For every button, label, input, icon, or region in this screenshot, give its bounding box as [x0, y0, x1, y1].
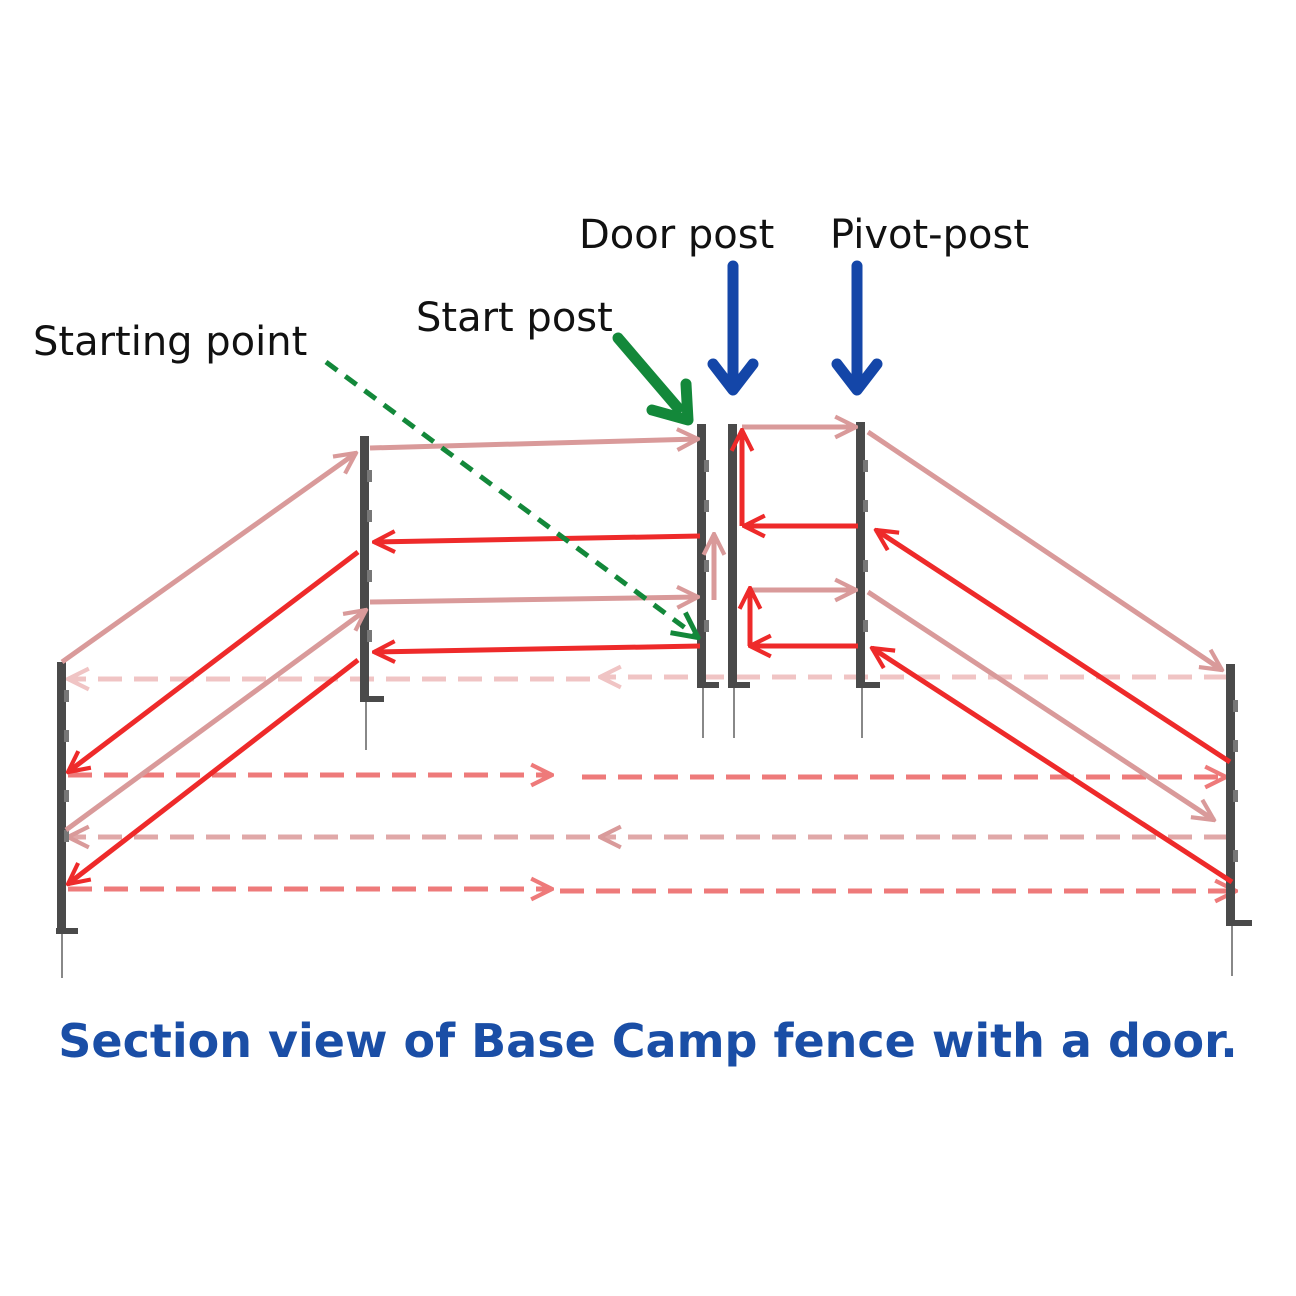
start-post-arrow-icon: [612, 332, 694, 426]
post-left: [360, 436, 384, 750]
pivot-post-arrow-icon: [831, 260, 883, 396]
wire-faded-left-to-start-top: [369, 439, 698, 448]
post-door: [728, 424, 750, 738]
post-far-right: [1226, 664, 1252, 976]
wire-red-left-to-farleft-2: [68, 658, 360, 884]
door-post-label: Door post: [579, 212, 775, 258]
solid-wires: [60, 427, 1234, 885]
door-post-arrow-icon: [707, 260, 759, 396]
post-far-left: [56, 662, 78, 978]
starting-point-label: Starting point: [33, 319, 308, 365]
dashed-wires: [68, 677, 1236, 891]
callout-arrows: [324, 260, 883, 636]
wire-faded-left-to-start-mid: [369, 597, 698, 602]
fence-posts: [56, 422, 1252, 978]
diagram-caption: Section view of Base Camp fence with a d…: [58, 1014, 1238, 1068]
start-post-label: Start post: [416, 295, 613, 341]
post-pivot: [856, 422, 880, 738]
wire-red-left-to-farleft-1: [68, 550, 360, 772]
wire-red-farright-to-pivot-2: [872, 648, 1234, 885]
wire-red-farright-to-pivot-1: [876, 530, 1232, 765]
post-start: [697, 424, 719, 738]
wire-faded-farleft-to-left-2: [64, 610, 366, 833]
wire-faded-pivot-to-farright-mid: [866, 589, 1214, 820]
pivot-post-label: Pivot-post: [830, 212, 1030, 258]
wire-faded-pivot-to-farright-top: [866, 429, 1222, 670]
wire-red-start-to-left-2: [374, 646, 701, 652]
starting-point-arrow: [324, 359, 696, 636]
wire-faded-farleft-to-left: [60, 453, 356, 665]
wire-red-start-to-left-1: [374, 536, 701, 542]
